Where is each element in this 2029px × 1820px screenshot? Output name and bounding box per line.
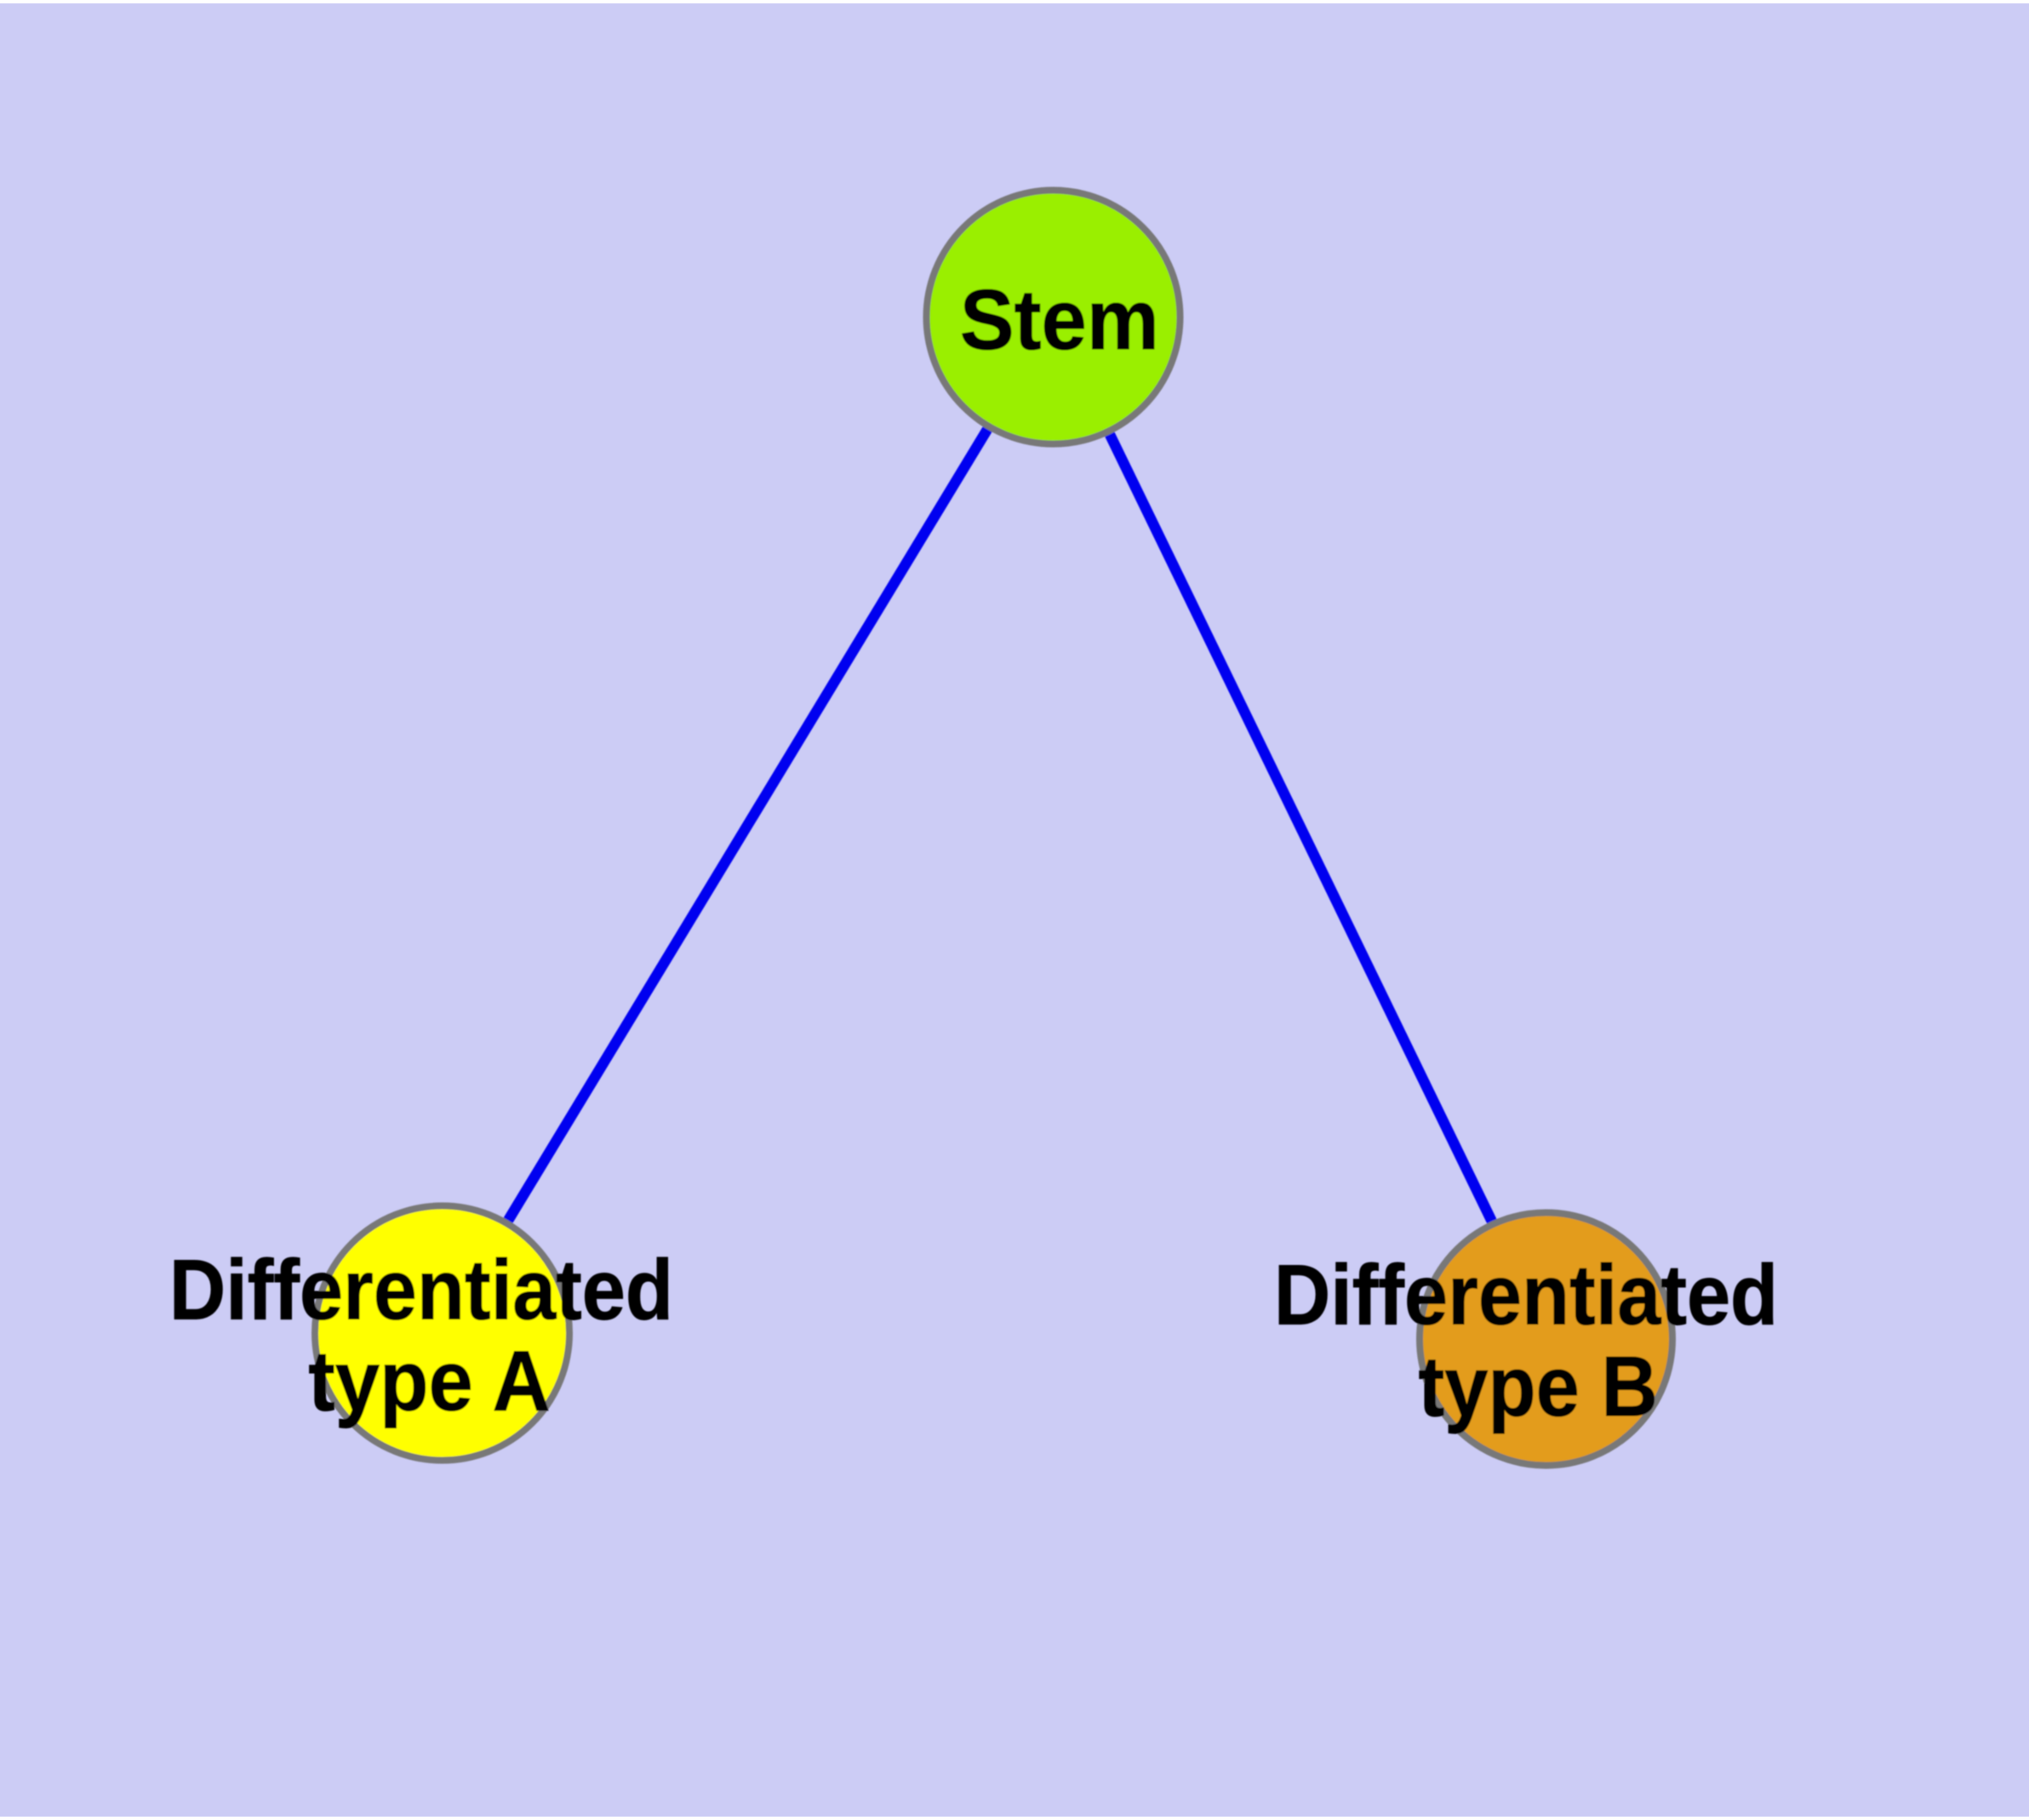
svg-text:Differentiated: Differentiated [1274,1247,1778,1342]
svg-text:type B: type B [1419,1339,1658,1434]
svg-text:type A: type A [308,1334,550,1429]
svg-text:Differentiated: Differentiated [169,1243,673,1338]
svg-text:Stem: Stem [960,272,1159,368]
